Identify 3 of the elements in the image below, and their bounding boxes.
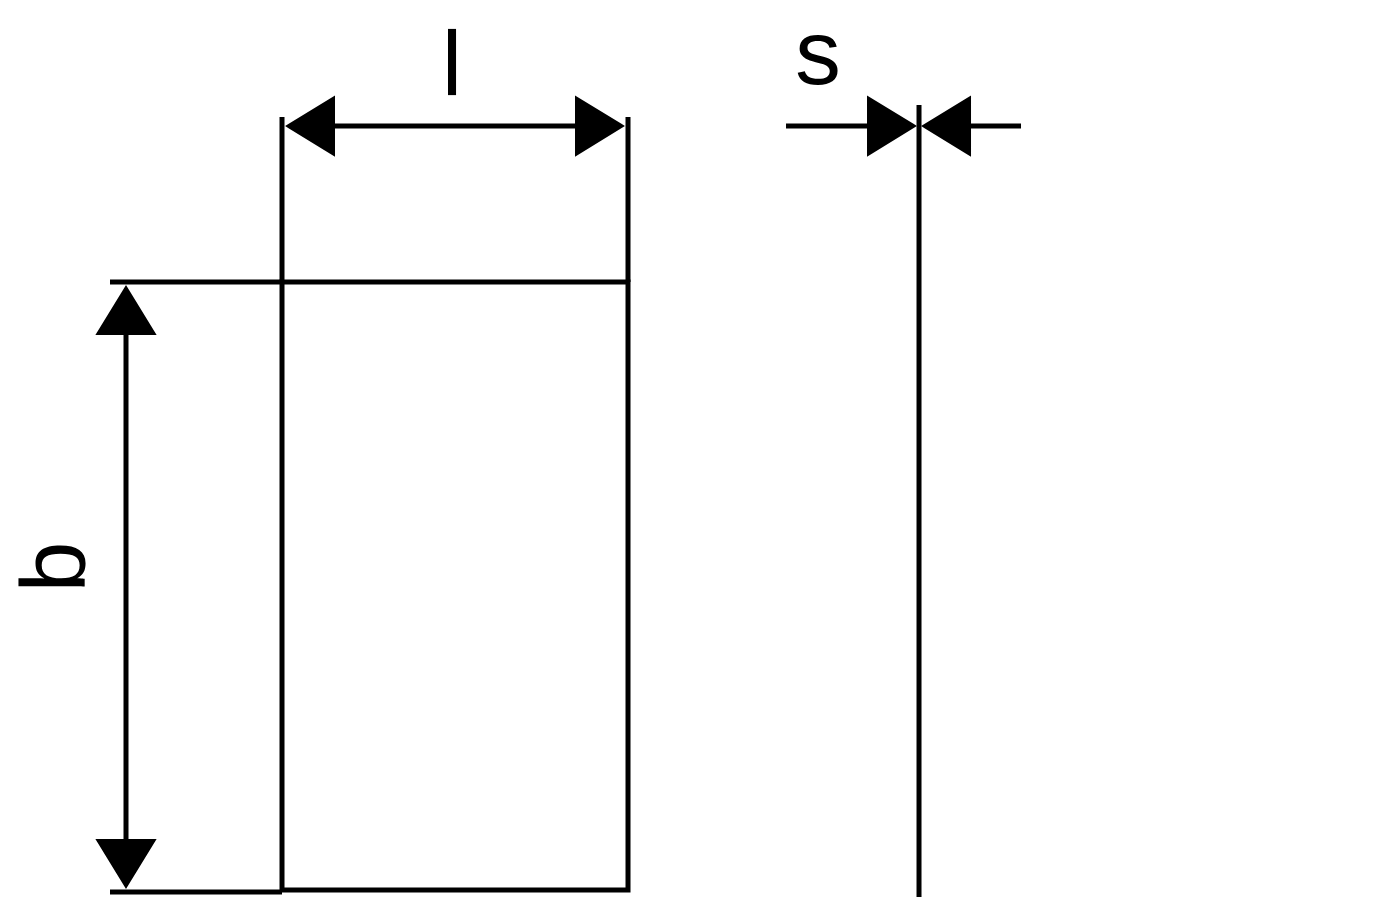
dimension-label: s — [797, 35, 838, 85]
dimension-label: l — [448, 28, 457, 96]
dimension-label: b — [18, 545, 86, 587]
